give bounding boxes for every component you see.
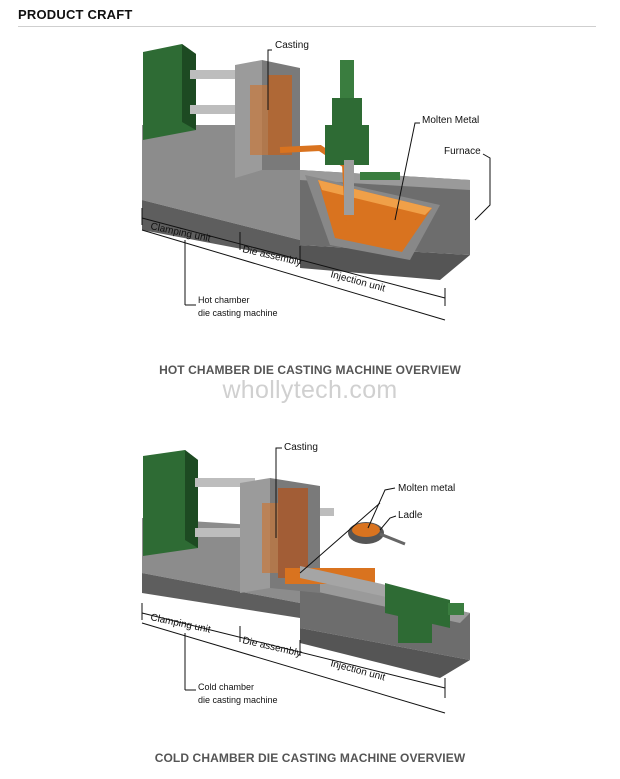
hot-label-casting: Casting: [275, 40, 309, 51]
cold-label-machine-line2: die casting machine: [198, 695, 278, 705]
cold-label-ladle: Ladle: [398, 510, 423, 521]
cold-leader-lines: [275, 447, 397, 574]
hot-tie-bars: [190, 70, 260, 114]
cold-ladle: [348, 522, 406, 546]
cold-label-clamping-unit: Clamping unit: [149, 612, 211, 636]
hot-label-molten-metal: Molten Metal: [422, 115, 479, 126]
cold-label-die-assembly: Die assembly: [241, 635, 302, 659]
section-title: PRODUCT CRAFT: [18, 7, 133, 22]
section-header: PRODUCT CRAFT: [18, 6, 596, 27]
hot-dimension-brackets: [141, 208, 446, 321]
cold-chamber-diagram: Casting Molten metal Ladle Clamping unit…: [141, 442, 470, 714]
hot-label-furnace: Furnace: [444, 146, 481, 157]
hot-leader-lines: [267, 49, 491, 221]
cold-clamp-block: [143, 450, 198, 556]
watermark: whollytech.com: [222, 376, 398, 404]
cold-label-molten-metal: Molten metal: [398, 483, 455, 494]
hot-label-machine-line1: Hot chamber: [198, 295, 250, 305]
cold-label-casting: Casting: [284, 442, 318, 453]
hot-injection-cylinder: [325, 60, 400, 215]
cold-die-assembly: [240, 478, 320, 593]
cold-label-machine-line1: Cold chamber: [198, 682, 254, 692]
cold-shot-sleeve: [285, 566, 400, 600]
hot-chamber-caption: HOT CHAMBER DIE CASTING MACHINE OVERVIEW: [159, 363, 461, 377]
hot-clamp-block: [143, 44, 196, 140]
cold-tie-bars: [195, 478, 334, 537]
cold-injection-cylinder: [385, 583, 464, 643]
hot-label-machine-line2: die casting machine: [198, 308, 278, 318]
cold-dimension-brackets: [141, 603, 446, 714]
hot-die-assembly: [235, 60, 300, 178]
cold-chamber-caption: COLD CHAMBER DIE CASTING MACHINE OVERVIE…: [154, 751, 466, 765]
hot-chamber-diagram: Casting Molten Metal Furnace Clamping un…: [141, 40, 491, 321]
